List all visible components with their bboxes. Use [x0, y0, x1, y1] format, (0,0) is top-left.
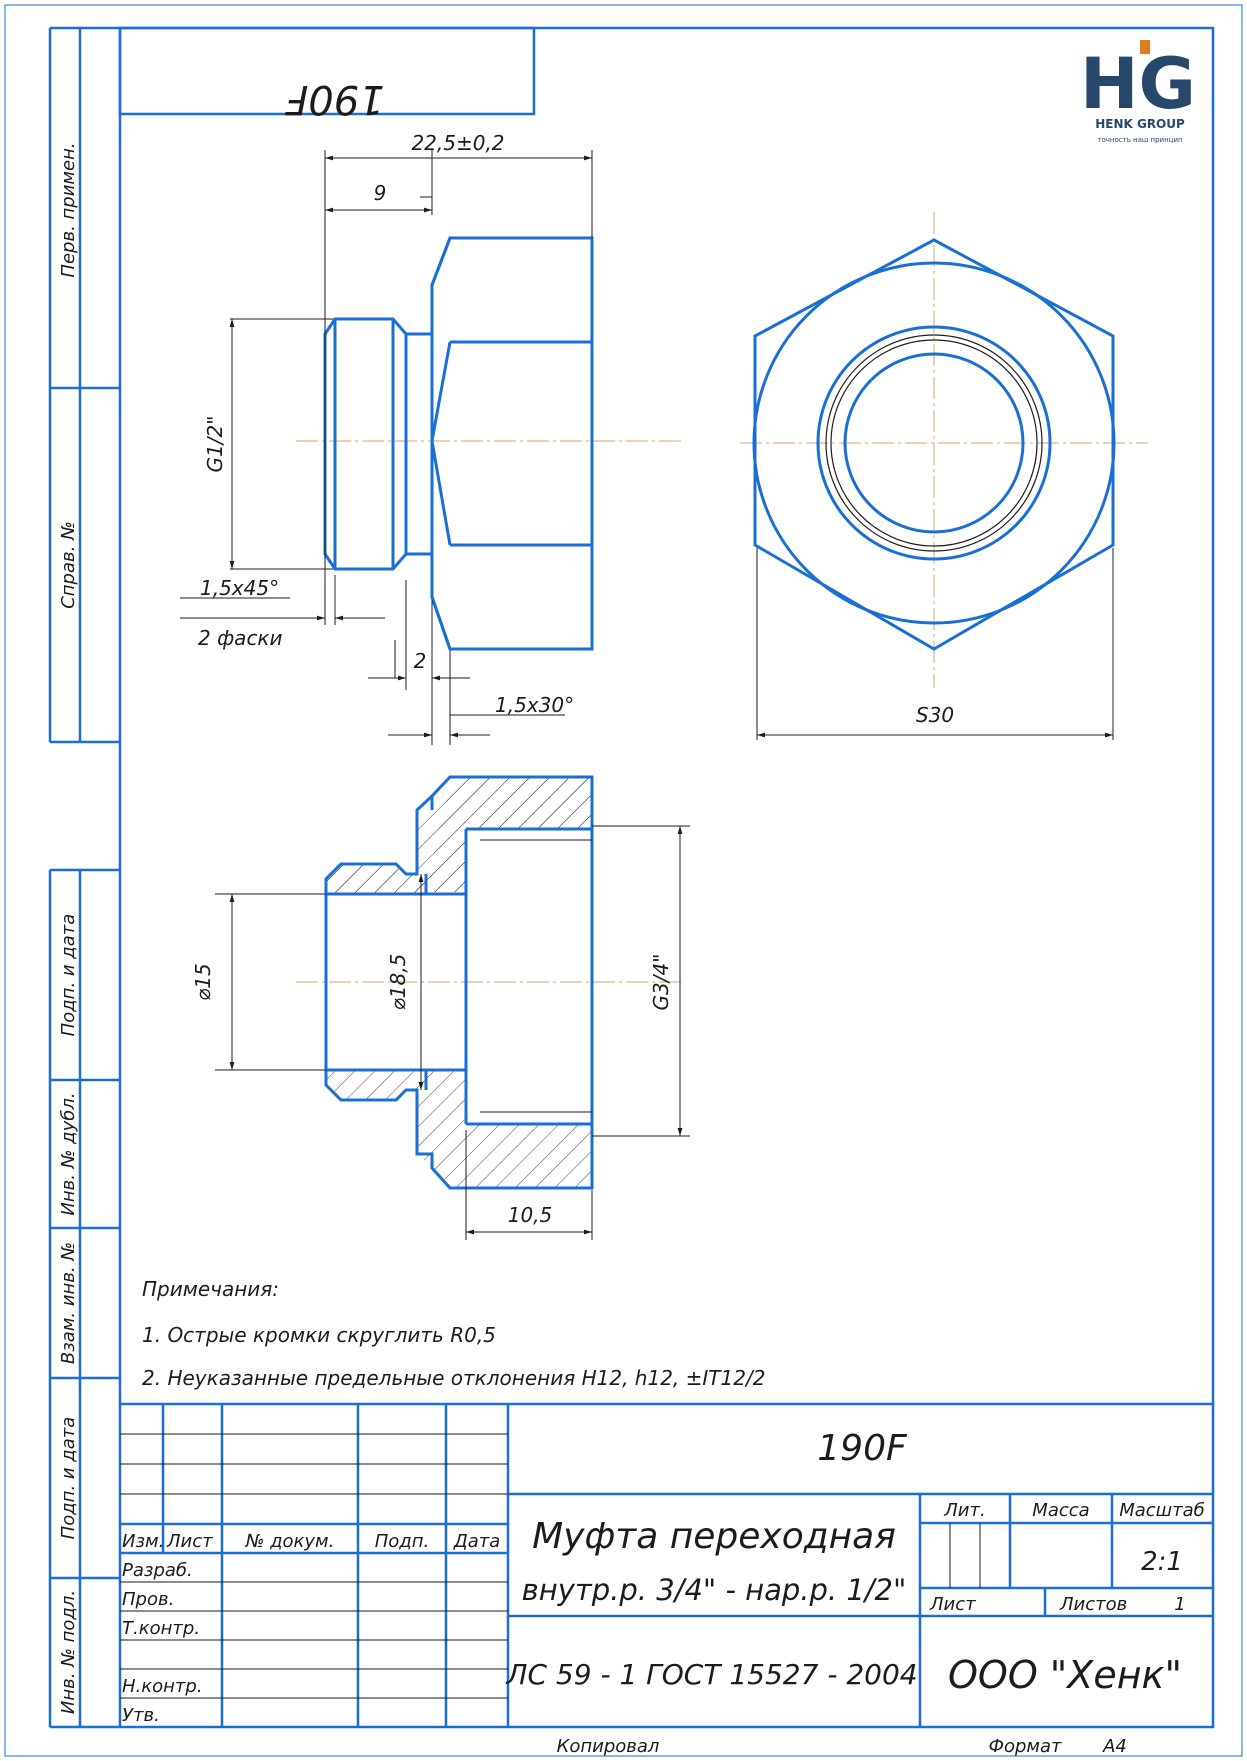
logo-letters: HG: [1080, 43, 1196, 125]
thread-root-circle: [825, 334, 1043, 552]
notes-heading: Примечания:: [142, 1277, 279, 1301]
logo-tagline: точность наш принцип: [1097, 136, 1182, 144]
material: ЛС 59 - 1 ГОСТ 15527 - 2004: [505, 1658, 917, 1691]
podp-data-label-2: Подп. и дата: [58, 1417, 79, 1540]
side-margin: [48, 26, 120, 1729]
section-outline: [324, 775, 594, 1190]
listov-label: Листов: [1059, 1594, 1127, 1615]
title-line-2: внутр.р. 3/4" - нар.р. 1/2": [522, 1573, 907, 1607]
dim-hex-size: S30: [916, 703, 954, 727]
front-view: S30: [740, 212, 1148, 740]
henk-group-logo: HG HENK GROUP точность наш принцип: [1080, 40, 1196, 144]
sprav-label: Справ. №: [58, 521, 79, 609]
dim-thread-inner: G3/4": [649, 954, 673, 1011]
dim-total-length: 22,5±0,2: [411, 131, 504, 155]
section-hatch-bottom: [417, 1070, 592, 1188]
thread-circle: [830, 339, 1038, 547]
logo-company: HENK GROUP: [1095, 117, 1185, 131]
note-2: 2. Неуказанные предельные отклонения H12…: [142, 1366, 765, 1390]
note-1: 1. Острые кромки скруглить R0,5: [142, 1323, 496, 1347]
col-podp: Подп.: [375, 1531, 429, 1552]
title-line-1: Муфта переходная: [532, 1516, 896, 1557]
section-view: ⌀15 ⌀18,5 G3/4" 10,5: [191, 775, 690, 1240]
rotated-drawing-number: 190F: [284, 76, 384, 122]
dim-thread-depth: 10,5: [508, 1203, 553, 1227]
inv-podl-label: Инв. № подл.: [58, 1590, 79, 1714]
side-view: 22,5±0,2 9 G1/2" 1,5х45° 2 фаски 2 1,5х3…: [180, 131, 684, 745]
row-nkontr: Н.контр.: [122, 1676, 203, 1697]
podp-data-label-1: Подп. и дата: [58, 914, 79, 1037]
format-label: Формат: [988, 1736, 1062, 1757]
dim-hex-chamfer: 1,5х30°: [495, 693, 574, 717]
col-data: Дата: [453, 1531, 501, 1552]
row-utv: Утв.: [122, 1705, 160, 1726]
masshtab-label: Масштаб: [1119, 1500, 1205, 1521]
dim-shank-length: 9: [374, 181, 387, 205]
row-razrab: Разраб.: [122, 1560, 193, 1581]
dim-thread-outer: G1/2": [203, 416, 227, 473]
inv-dubl-label: Инв. № дубл.: [58, 1092, 79, 1215]
title-block: Изм. Лист № докум. Подп. Дата Разраб. Пр…: [120, 1402, 1213, 1757]
lit-label: Лит.: [943, 1500, 985, 1521]
dim-chamfer-shank: 1,5х45°: [200, 576, 279, 600]
sheet-frame: [4, 4, 1243, 1757]
list-label: Лист: [929, 1594, 976, 1615]
dim-groove-width: 2: [414, 649, 427, 673]
dim-bore-small: ⌀15: [191, 963, 215, 1001]
col-izm: Изм.: [122, 1531, 164, 1552]
company-name: ООО "Хенк": [948, 1653, 1182, 1697]
col-dokum: № докум.: [245, 1531, 335, 1552]
side-margin-labels: Перв. примен. Справ. № Подп. и дата Инв.…: [58, 142, 79, 1714]
row-prov: Пров.: [122, 1589, 174, 1610]
rotated-number-box: 190F: [118, 26, 536, 122]
massa-label: Масса: [1032, 1500, 1089, 1521]
vzam-inv-label: Взам. инв. №: [58, 1242, 79, 1364]
hexagon-outline: [752, 238, 1116, 651]
dim-bore-mid: ⌀18,5: [386, 954, 410, 1011]
perv-primen-label: Перв. примен.: [58, 142, 79, 277]
side-view-outline: [323, 236, 594, 651]
format-value: A4: [1102, 1736, 1127, 1757]
logo-accent-mark: [1140, 40, 1150, 54]
col-list: Лист: [166, 1531, 213, 1552]
dim-chamfer-shank-note: 2 фаски: [198, 626, 283, 650]
scale-value: 2:1: [1141, 1547, 1183, 1577]
notes: Примечания: 1. Острые кромки скруглить R…: [142, 1277, 765, 1390]
listov-value: 1: [1174, 1594, 1185, 1615]
kopiroval-label: Копировал: [557, 1736, 660, 1757]
doc-code: 190F: [817, 1428, 908, 1469]
row-tkontr: Т.контр.: [122, 1618, 200, 1639]
